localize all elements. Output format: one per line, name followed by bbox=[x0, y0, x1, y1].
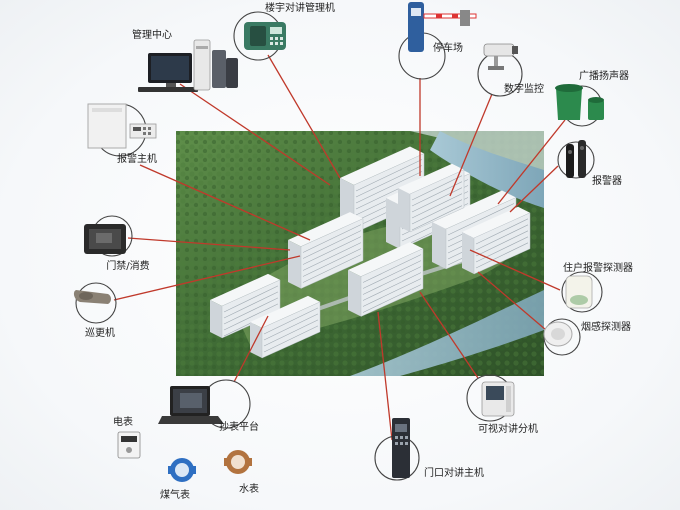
circle-patrol bbox=[75, 282, 117, 324]
connector-alarm-host bbox=[139, 164, 311, 241]
smoke-detector-icon bbox=[543, 321, 573, 347]
label-patrol: 巡更机 bbox=[85, 326, 115, 339]
beam-sensor-icon bbox=[566, 140, 586, 178]
residential-buildings bbox=[210, 146, 531, 359]
label-alarm-device: 报警器 bbox=[592, 174, 622, 187]
gas-meter-icon bbox=[168, 458, 196, 482]
electric-meter-icon bbox=[117, 431, 141, 459]
label-center: 管理中心 bbox=[132, 28, 172, 41]
connector-access-control bbox=[127, 237, 291, 251]
label-door-intercom-host: 门口对讲主机 bbox=[424, 466, 484, 479]
connector-building-intercom-manager bbox=[267, 54, 341, 179]
label-digital-monitor: 数字监控 bbox=[504, 82, 544, 95]
connector-smoke-detector bbox=[477, 271, 547, 331]
cctv-camera-icon bbox=[483, 43, 518, 70]
motion-detector-icon bbox=[565, 275, 593, 309]
building-9 bbox=[398, 163, 465, 233]
label-access-control: 门禁/消费 bbox=[106, 259, 149, 272]
parking-barrier-icon bbox=[408, 2, 477, 52]
circle-resident-alarm-detector bbox=[561, 271, 603, 313]
building-5 bbox=[348, 242, 424, 317]
label-water-meter: 水表 bbox=[239, 482, 259, 495]
card-reader-icon bbox=[84, 224, 126, 254]
label-meter-reading-platform: 抄表平台 bbox=[219, 420, 259, 433]
label-video-intercom-extension: 可视对讲分机 bbox=[478, 422, 538, 435]
connector-lines bbox=[113, 54, 566, 441]
patrol-wand-icon bbox=[73, 290, 111, 304]
speaker-icon bbox=[555, 84, 604, 120]
label-electric-meter: 电表 bbox=[113, 415, 133, 428]
connector-video-intercom-extension bbox=[419, 291, 479, 379]
connector-patrol bbox=[113, 255, 301, 301]
laptop-icon bbox=[158, 386, 224, 424]
device-labels: 管理中心 楼宇对讲管理机 停车场 数字监控 广播扬声器 报警主机 报警器 门禁/… bbox=[85, 1, 633, 501]
label-broadcast-speaker: 广播扬声器 bbox=[579, 69, 629, 82]
door-intercom-icon bbox=[392, 418, 410, 478]
connector-door-intercom-host bbox=[377, 311, 393, 441]
connector-center bbox=[179, 83, 331, 186]
label-alarm-host: 报警主机 bbox=[117, 152, 157, 165]
label-resident-alarm-detector: 住户报警探测器 bbox=[563, 261, 633, 274]
video-phone-icon bbox=[481, 381, 515, 417]
water-meter-icon bbox=[224, 450, 252, 474]
connector-resident-alarm-detector bbox=[469, 249, 561, 291]
connector-digital-monitor bbox=[449, 93, 493, 197]
alarm-panel-icon bbox=[87, 103, 157, 149]
label-gas-meter: 煤气表 bbox=[160, 488, 190, 501]
label-smoke-detector: 烟感探测器 bbox=[581, 320, 631, 333]
desk-phone-icon bbox=[244, 22, 286, 50]
computer-workstation-icon bbox=[138, 39, 238, 92]
label-parking: 停车场 bbox=[433, 41, 463, 54]
circle-alarm-device bbox=[557, 141, 595, 179]
connector-alarm-device bbox=[509, 165, 559, 213]
connector-broadcast-speaker bbox=[497, 119, 566, 205]
label-building-intercom-manager: 楼宇对讲管理机 bbox=[265, 1, 335, 14]
connector-meter-reading-platform bbox=[233, 315, 269, 383]
device-icons bbox=[73, 2, 604, 482]
